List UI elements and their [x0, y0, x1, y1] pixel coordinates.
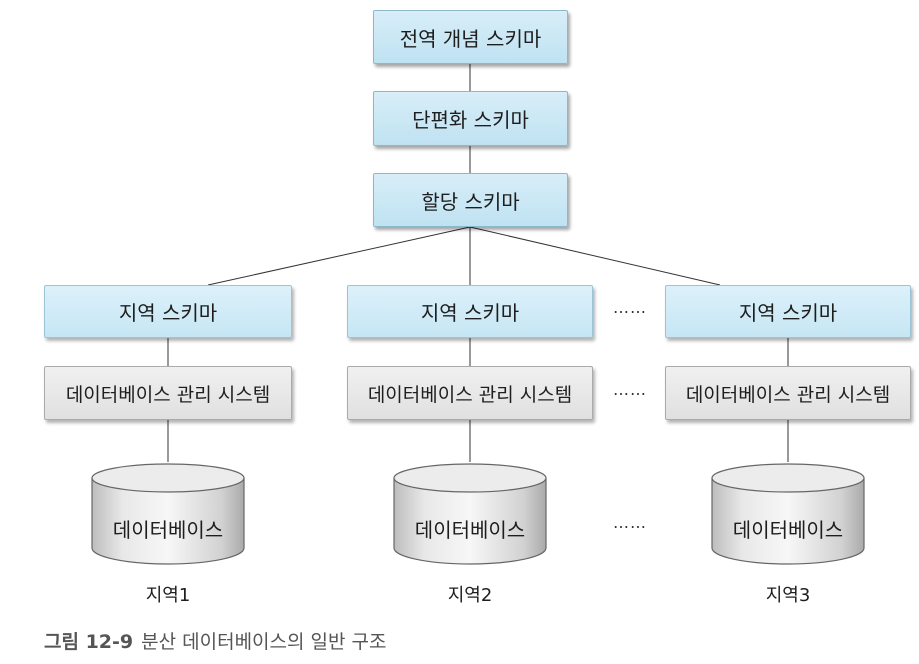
site2-database-label: 데이터베이스	[414, 518, 526, 542]
site3-database-cylinder-icon	[711, 463, 865, 565]
global-conceptual-schema-box: 전역 개념 스키마	[373, 10, 568, 64]
site2-local-schema-label: 지역 스키마	[420, 301, 520, 325]
ellipsis-database: ……	[613, 513, 647, 532]
site2-region-label: 지역2	[447, 585, 493, 606]
site3-database-label: 데이터베이스	[732, 518, 844, 542]
site1-dbms-label: 데이터베이스 관리 시스템	[65, 383, 271, 406]
site2-local-schema-box: 지역 스키마	[347, 285, 593, 338]
line-allocation-site1	[207, 226, 471, 286]
ellipsis-local-schema: ……	[613, 298, 647, 317]
site1-database-label: 데이터베이스	[112, 518, 224, 542]
line-allocation-site3	[469, 226, 721, 286]
figure-caption-text: 분산 데이터베이스의 일반 구조	[141, 631, 387, 653]
site3-dbms-box: 데이터베이스 관리 시스템	[665, 366, 911, 420]
site3-dbms-label: 데이터베이스 관리 시스템	[685, 383, 891, 406]
allocation-schema-box: 할당 스키마	[373, 173, 568, 227]
site1-local-schema-box: 지역 스키마	[44, 285, 292, 338]
site1-region-label: 지역1	[145, 585, 191, 606]
global-conceptual-schema-label: 전역 개념 스키마	[399, 26, 542, 51]
ellipsis-dbms: ……	[613, 380, 647, 399]
site3-local-schema-box: 지역 스키마	[665, 285, 911, 338]
site1-database-cylinder-icon	[91, 463, 245, 565]
site3-local-schema-label: 지역 스키마	[738, 301, 838, 325]
site1-dbms-box: 데이터베이스 관리 시스템	[44, 366, 292, 420]
fragmentation-schema-box: 단편화 스키마	[373, 91, 568, 146]
site2-dbms-label: 데이터베이스 관리 시스템	[367, 383, 573, 406]
figure-caption: 그림 12-9 분산 데이터베이스의 일반 구조	[44, 627, 387, 654]
site1-local-schema-label: 지역 스키마	[118, 301, 218, 325]
site3-region-label: 지역3	[765, 585, 811, 606]
allocation-schema-label: 할당 스키마	[421, 189, 520, 214]
fragmentation-schema-label: 단편화 스키마	[412, 108, 529, 132]
site2-database-cylinder-icon	[393, 463, 547, 565]
figure-number: 그림 12-9	[44, 631, 134, 653]
site2-dbms-box: 데이터베이스 관리 시스템	[347, 366, 593, 420]
